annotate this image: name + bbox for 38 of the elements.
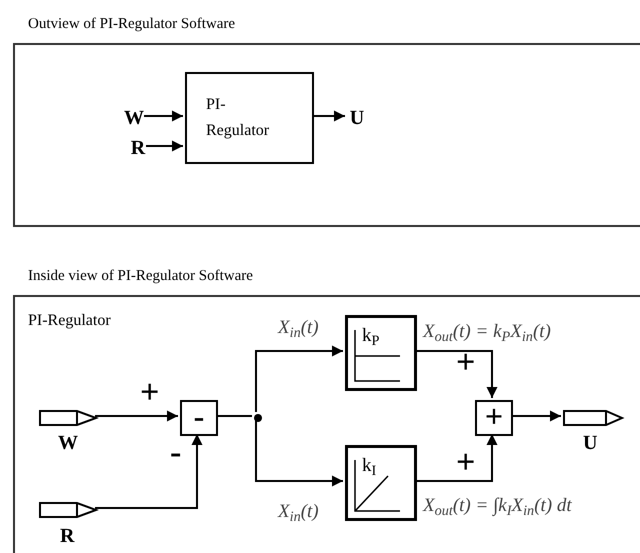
gain-label: k$_{P}$ — [362, 324, 380, 350]
connector-arrow — [144, 110, 183, 122]
formula: X$_{out}$(t) = k$_{P}$X$_{in}$(t) — [423, 320, 551, 346]
subtract-junction: - — [180, 400, 218, 436]
connector-arrow — [95, 434, 202, 509]
connector-arrow — [511, 410, 561, 422]
gain-label: k$_{I}$ — [362, 454, 376, 480]
port-label: R — [60, 524, 74, 549]
edge-label: X$_{in}$(t) — [278, 316, 319, 342]
block-label: PI- Regulator — [206, 95, 270, 141]
signal-label: U — [347, 106, 367, 130]
connector-arrow — [146, 140, 183, 152]
regulator-block — [185, 72, 314, 164]
edge-label: X$_{in}$(t) — [278, 500, 319, 526]
sign-label: + — [140, 376, 160, 410]
formula: X$_{out}$(t) = ∫k$_{I}$X$_{in}$(t) dt — [423, 494, 572, 520]
connector-arrow — [312, 110, 345, 122]
port-label: U — [583, 431, 598, 456]
sign-label: - — [170, 436, 182, 470]
sign-label: + — [456, 346, 476, 380]
connector-arrow — [255, 420, 343, 486]
port-label: W — [58, 431, 78, 456]
port-symbol — [39, 410, 97, 426]
sign-label: + — [456, 446, 476, 480]
signal-label: W — [122, 106, 146, 130]
connector-arrow — [255, 346, 343, 412]
sum-junction: + — [475, 400, 513, 436]
signal-label: R — [128, 136, 148, 160]
connector-arrow — [95, 410, 178, 422]
gain-block — [345, 445, 417, 521]
connector-arrow — [415, 434, 498, 482]
block-name: PI-Regulator — [28, 311, 111, 331]
gain-block — [345, 315, 417, 391]
port-symbol — [39, 502, 97, 518]
port-symbol — [563, 410, 623, 426]
panel-title: Inside view of PI-Regulator Software — [28, 267, 253, 286]
panel-title: Outview of PI-Regulator Software — [28, 15, 236, 34]
connector-arrow — [415, 350, 498, 398]
